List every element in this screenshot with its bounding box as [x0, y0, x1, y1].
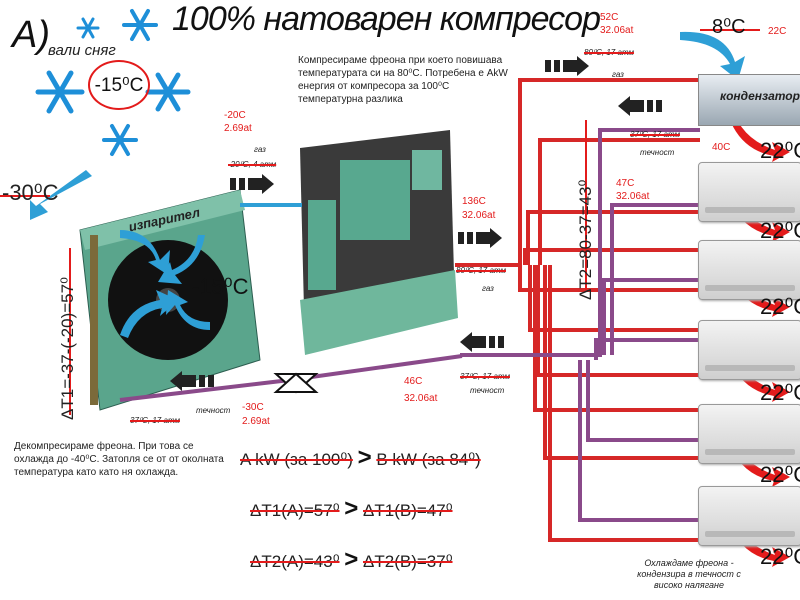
top-line-pressure: 32.06at	[600, 25, 634, 36]
top-line-old-values: 80⁰C, 17 атм	[584, 48, 634, 57]
expansion-valve-icon	[273, 372, 319, 394]
indoor-unit	[698, 404, 800, 464]
evaporator-note: Декомпресираме фреона. При това се охлаж…	[14, 441, 224, 478]
top-line-temp: 52C	[600, 12, 619, 23]
hot-pipes	[455, 78, 700, 542]
liquid-old-values: 37⁰C, 17 атм	[460, 372, 510, 381]
liquid-state: течност	[470, 386, 505, 395]
indoor-temp: 22⁰C	[760, 544, 800, 569]
indoor-temp: 22⁰C	[760, 462, 800, 487]
suction-temp: -20C	[224, 110, 246, 121]
condenser-pressure-47: 32.06at	[616, 191, 650, 202]
heat-arrow-icon	[728, 115, 790, 567]
fan-temp: -15⁰C	[192, 274, 249, 299]
condenser-return-state: течност	[640, 148, 675, 157]
condenser-temp-40: 40C	[712, 142, 731, 153]
formula-3: ΔT2(A)=43⁰ > ΔT2(B)=37⁰	[250, 546, 453, 573]
dt2-vertical: ΔТ2=80-37=43⁰	[576, 179, 595, 300]
indoor-unit	[698, 240, 800, 300]
page-title: 100% натоварен компресор	[172, 0, 601, 38]
condenser-return-old-values: 37⁰C, 17 атм	[630, 130, 680, 139]
evaporator-out-temp: -30⁰C	[2, 180, 59, 205]
condenser-ambient-alt: 22C	[768, 26, 787, 37]
discharge-temp: 136C	[462, 196, 486, 207]
discharge-state: газ	[482, 284, 494, 293]
airflow-arrow-icon	[30, 170, 210, 338]
condenser-unit	[698, 74, 800, 126]
suction-old-values: -20⁰C, 4 атм	[228, 160, 277, 169]
bottom-pressure: 2.69at	[242, 416, 270, 427]
discharge-old-values: 80⁰C, 17 атм	[456, 266, 506, 275]
indoor-unit	[698, 320, 800, 380]
footer-note: Охлаждаме фреона - кондензира в течност …	[637, 558, 741, 590]
condenser-ambient: 8⁰C	[712, 16, 746, 38]
indoor-unit	[698, 486, 800, 546]
outdoor-temp-badge: -15⁰C	[88, 60, 150, 110]
indoor-temp: 22⁰C	[760, 380, 800, 405]
bottom-temp: -30C	[242, 402, 264, 413]
discharge-pressure: 32.06at	[462, 210, 496, 221]
suction-pressure: 2.69at	[224, 123, 252, 134]
compressor-unit	[300, 130, 458, 355]
indoor-temp: 22⁰C	[760, 218, 800, 243]
indoor-unit	[698, 162, 800, 222]
suction-state: газ	[254, 145, 266, 154]
dt1-vertical: ΔТ1=-37-(-20)=57⁰	[58, 277, 77, 420]
indoor-temp: 22⁰C	[760, 294, 800, 319]
formula-2: ΔT1(A)=57⁰ > ΔT1(B)=47⁰	[250, 495, 453, 522]
compressor-note: Компресираме фреона при което повишава т…	[298, 55, 508, 105]
condenser-temp-47: 47C	[616, 178, 635, 189]
flow-arrow-icon	[170, 56, 662, 391]
bottom-old-values: 37⁰C, 17 атм	[130, 416, 180, 425]
snow-caption: вали сняг	[48, 42, 116, 59]
top-line-state: газ	[612, 70, 624, 79]
liquid-pressure: 32.06at	[404, 393, 438, 404]
snowflake-icon	[35, 9, 191, 156]
liquid-pipes	[119, 128, 700, 522]
airflow-arrow-icon	[680, 31, 745, 80]
formula-1: A kW (за 100⁰) > B kW (за 84⁰)	[240, 444, 481, 471]
indoor-temp: 22⁰C	[760, 138, 800, 163]
condenser-label: кондензатор	[720, 89, 800, 103]
section-label: А)	[12, 14, 50, 56]
liquid-temp: 46C	[404, 376, 423, 387]
bottom-state: течност	[196, 406, 231, 415]
